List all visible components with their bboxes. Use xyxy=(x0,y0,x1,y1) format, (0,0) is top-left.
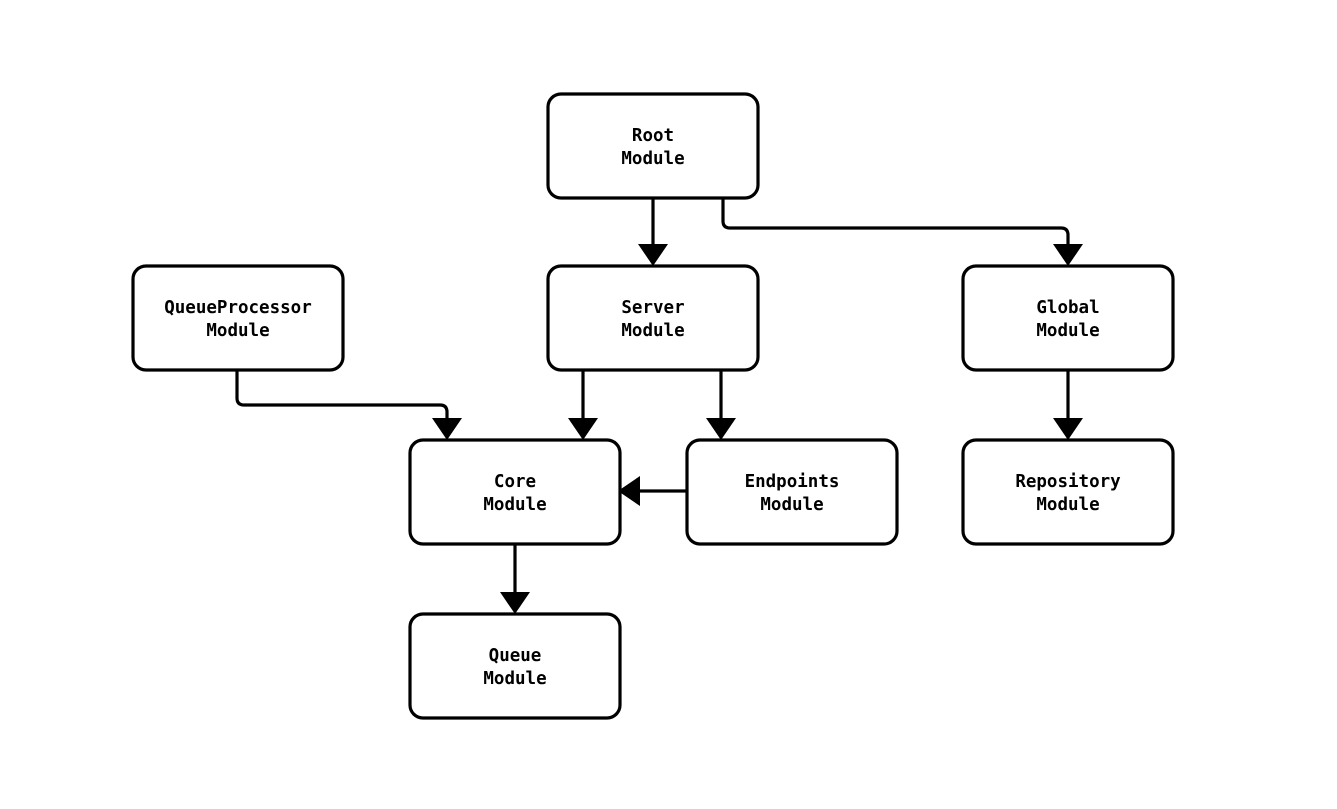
node-server-module[interactable]: Server Module xyxy=(546,264,760,372)
node-repository-module-label-line1: Repository xyxy=(1015,472,1121,492)
node-global-module-box[interactable] xyxy=(961,264,1175,372)
node-root-module-label-line1: Root xyxy=(632,126,674,146)
arrowhead-root-to-server xyxy=(638,244,668,266)
node-layer: Root Module QueueProcessor Module Server… xyxy=(131,92,1175,720)
node-global-module-label-line2: Module xyxy=(1036,321,1099,341)
node-repository-module[interactable]: Repository Module xyxy=(961,438,1175,546)
node-root-module-box[interactable] xyxy=(546,92,760,200)
arrowhead-server-to-endpoints xyxy=(706,418,736,440)
node-repository-module-box[interactable] xyxy=(961,438,1175,546)
node-queue-module-label-line1: Queue xyxy=(489,646,542,666)
node-server-module-box[interactable] xyxy=(546,264,760,372)
arrowhead-core-to-queue xyxy=(500,592,530,614)
node-queue-module[interactable]: Queue Module xyxy=(408,612,622,720)
node-core-module-label-line2: Module xyxy=(483,495,546,515)
node-endpoints-module-label-line2: Module xyxy=(760,495,823,515)
node-server-module-label-line1: Server xyxy=(621,298,684,318)
node-queueprocessor-module-box[interactable] xyxy=(131,264,345,372)
node-queue-module-box[interactable] xyxy=(408,612,622,720)
arrowhead-queueprocessor-to-core xyxy=(432,418,462,440)
node-root-module-label-line2: Module xyxy=(621,149,684,169)
node-global-module[interactable]: Global Module xyxy=(961,264,1175,372)
node-core-module-box[interactable] xyxy=(408,438,622,546)
node-queueprocessor-module-label-line1: QueueProcessor xyxy=(164,298,312,318)
node-queue-module-label-line2: Module xyxy=(483,669,546,689)
edge-layer xyxy=(235,198,1070,594)
node-queueprocessor-module[interactable]: QueueProcessor Module xyxy=(131,264,345,372)
node-server-module-label-line2: Module xyxy=(621,321,684,341)
node-endpoints-module-label-line1: Endpoints xyxy=(745,472,840,492)
arrowhead-layer xyxy=(432,244,1083,614)
edge-root-to-global xyxy=(721,198,1070,246)
node-endpoints-module-box[interactable] xyxy=(685,438,899,546)
node-core-module-label-line1: Core xyxy=(494,472,536,492)
arrowhead-root-to-global xyxy=(1053,244,1083,266)
node-queueprocessor-module-label-line2: Module xyxy=(206,321,269,341)
arrowhead-endpoints-to-core xyxy=(618,476,640,506)
node-endpoints-module[interactable]: Endpoints Module xyxy=(685,438,899,546)
node-repository-module-label-line2: Module xyxy=(1036,495,1099,515)
node-core-module[interactable]: Core Module xyxy=(408,438,622,546)
node-root-module[interactable]: Root Module xyxy=(546,92,760,200)
arrowhead-global-to-repository xyxy=(1053,418,1083,440)
edge-queueprocessor-to-core xyxy=(235,370,449,420)
node-global-module-label-line1: Global xyxy=(1036,298,1099,318)
arrowhead-server-to-core xyxy=(568,418,598,440)
